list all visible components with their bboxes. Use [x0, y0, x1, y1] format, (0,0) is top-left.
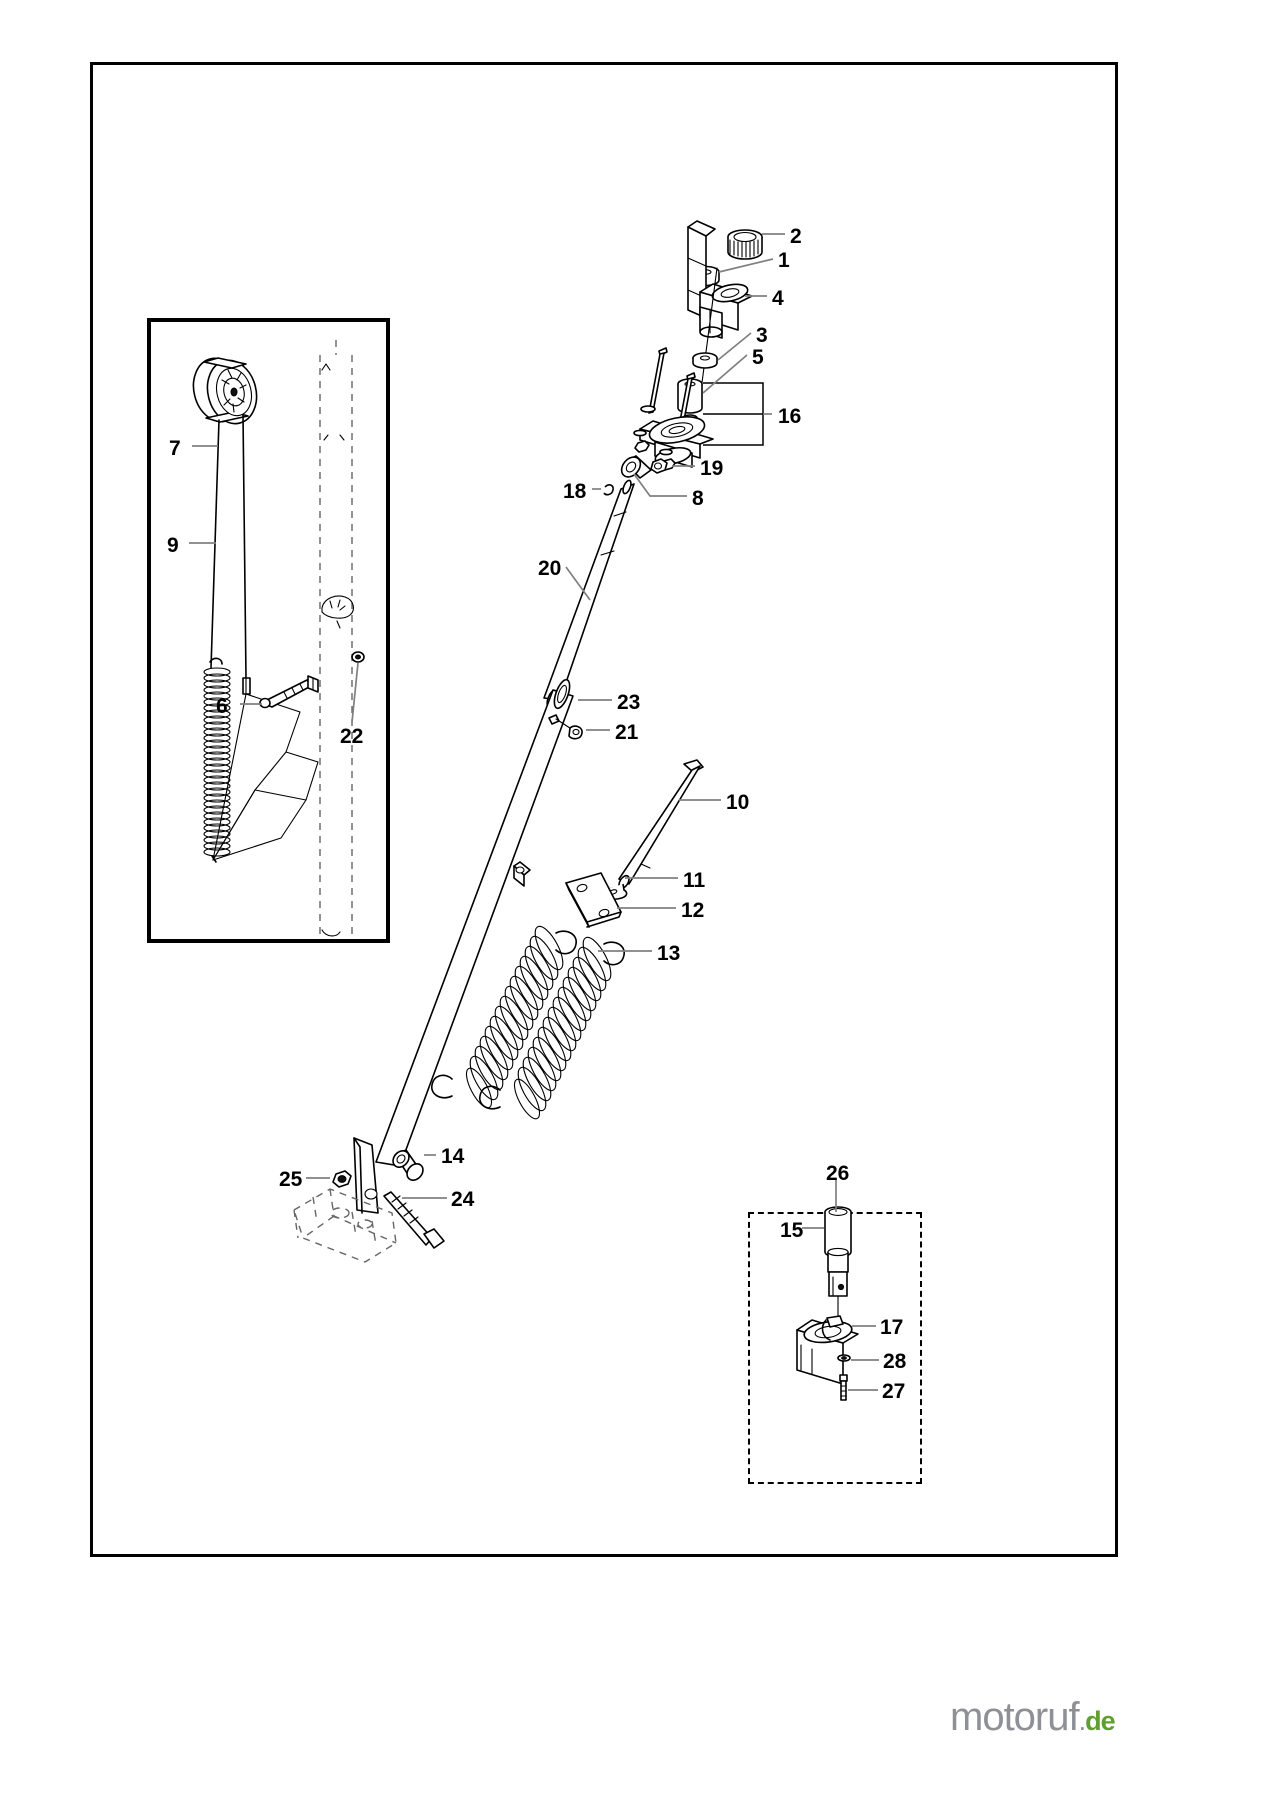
callout-26: 26 — [826, 1162, 850, 1185]
callout-7: 7 — [169, 437, 181, 460]
site-watermark: motoruf.de — [950, 1695, 1116, 1740]
callout-25: 25 — [279, 1168, 303, 1191]
callout-18: 18 — [563, 480, 587, 503]
callout-14: 14 — [441, 1145, 465, 1168]
callout-5: 5 — [752, 346, 764, 369]
callout-15: 15 — [780, 1219, 804, 1242]
callout-12: 12 — [681, 899, 705, 922]
callout-13: 13 — [657, 942, 681, 965]
callout-4: 4 — [772, 287, 784, 310]
callout-8: 8 — [692, 487, 704, 510]
callout-2: 2 — [790, 225, 802, 248]
callout-21: 21 — [615, 721, 639, 744]
callout-10: 10 — [726, 791, 750, 814]
callout-1: 1 — [778, 249, 790, 272]
callout-23: 23 — [617, 691, 641, 714]
callout-9: 9 — [167, 534, 179, 557]
callout-24: 24 — [451, 1188, 475, 1211]
watermark-dot: . — [1078, 1706, 1086, 1736]
watermark-tld: de — [1085, 1706, 1115, 1736]
callout-20: 20 — [538, 557, 562, 580]
callout-17: 17 — [880, 1316, 904, 1339]
callout-19: 19 — [700, 457, 724, 480]
callout-28: 28 — [883, 1350, 907, 1373]
left-detail-inset-box — [147, 318, 390, 943]
callout-16: 16 — [778, 405, 802, 428]
diagram-outer-frame — [90, 62, 1118, 1557]
callout-3: 3 — [756, 324, 768, 347]
callout-6: 6 — [216, 695, 228, 718]
right-detail-inset-box — [748, 1212, 922, 1484]
callout-27: 27 — [882, 1380, 906, 1403]
callout-22: 22 — [340, 725, 364, 748]
callout-11: 11 — [683, 869, 706, 892]
watermark-brand: motoruf — [950, 1695, 1080, 1739]
